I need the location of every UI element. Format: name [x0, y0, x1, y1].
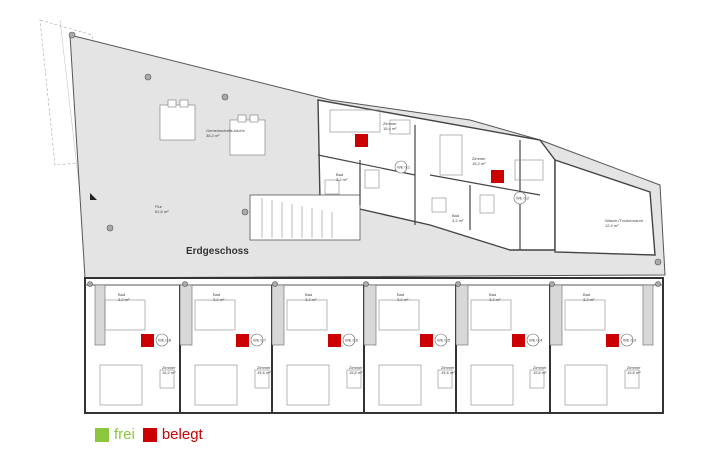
zimmer-area: 15,6 m² — [257, 370, 271, 375]
zimmer-label: Zimmer — [349, 365, 363, 370]
unit-badge-label: WE 0.5 — [437, 338, 451, 343]
free-swatch — [95, 427, 109, 442]
zimmer-area: 15,6 m² — [533, 370, 547, 375]
zimmer-label: Zimmer — [257, 365, 271, 370]
unit-badge-circle — [620, 333, 634, 347]
unit-badge-circle — [250, 333, 264, 347]
common-room-label: Gemeinschafts-küche — [206, 128, 245, 133]
unit-badge-label: WE 0.6 — [345, 338, 359, 343]
zimmer-label: Zimmer — [162, 365, 176, 370]
zimmer-label: Zimmer — [627, 365, 641, 370]
unit-badge-circle — [342, 333, 356, 347]
bad-area: 3,2 m² — [452, 218, 464, 223]
legend: frei belegt — [95, 426, 203, 443]
unit-badge-circle — [513, 191, 527, 205]
bad-label: Bad — [489, 292, 496, 297]
unit-badge-label: WE 0.7 — [253, 338, 267, 343]
bad-label: Bad — [118, 292, 125, 297]
unit-badge-label: WE 0.8 — [158, 338, 172, 343]
unit-badge-circle — [394, 160, 408, 174]
zimmer-label: Zimmer — [441, 365, 455, 370]
trocken-area: 12,4 m² — [605, 223, 619, 228]
bad-area: 3,2 m² — [213, 297, 225, 302]
lower-columns — [87, 281, 661, 287]
flur-area: 61,6 m² — [155, 209, 169, 214]
unit-badge-circle — [434, 333, 448, 347]
status-marker-WE02[interactable] — [491, 170, 504, 183]
bad-area: 3,2 m² — [489, 297, 501, 302]
bad-area: 3,2 m² — [305, 297, 317, 302]
unit-badge-label: WE 0.2 — [516, 196, 530, 201]
unit-badge-label: WE 0.3 — [623, 338, 637, 343]
bad-label: Bad — [305, 292, 312, 297]
entrance-arrow — [90, 193, 97, 200]
zimmer-area: 15,2 m² — [472, 161, 486, 166]
flur-label: Flur — [155, 204, 163, 209]
status-marker-WE03[interactable] — [606, 334, 619, 347]
unit-badge-circle — [526, 333, 540, 347]
zimmer-area: 15,6 m² — [441, 370, 455, 375]
status-marker-WE04[interactable] — [512, 334, 525, 347]
bad-label: Bad — [336, 172, 343, 177]
trocken-room — [554, 159, 656, 256]
occupied-label: belegt — [161, 426, 203, 443]
zimmer-area: 15,4 m² — [383, 126, 397, 131]
bad-area: 3,2 m² — [336, 177, 348, 182]
status-marker-WE05[interactable] — [420, 334, 433, 347]
common-room-area: 38,3 m² — [206, 133, 220, 138]
zimmer-label: Zimmer — [472, 156, 486, 161]
free-label: frei — [114, 426, 135, 443]
unit-badge-label: WE 0.1 — [397, 165, 411, 170]
lower-furniture — [99, 299, 640, 406]
status-marker-WE07[interactable] — [236, 334, 249, 347]
columns-upper — [68, 31, 662, 266]
shafts — [94, 284, 654, 346]
zimmer-area: 15,6 m² — [349, 370, 363, 375]
upper-furniture — [324, 109, 544, 214]
unit-badge-label: WE 0.4 — [529, 338, 543, 343]
trocken-label: Wasch-/Trockenraum — [605, 218, 644, 223]
zimmer-label: Zimmer — [383, 121, 397, 126]
status-marker-WE01[interactable] — [355, 134, 368, 147]
bad-label: Bad — [397, 292, 404, 297]
common-tables — [159, 99, 266, 156]
status-marker-WE08[interactable] — [141, 334, 154, 347]
stair — [249, 194, 361, 241]
bad-label: Bad — [452, 213, 459, 218]
unit-badge-circle — [155, 333, 169, 347]
stair-steps — [261, 198, 333, 238]
status-marker-WE06[interactable] — [328, 334, 341, 347]
bad-area: 3,2 m² — [397, 297, 409, 302]
zimmer-label: Zimmer — [533, 365, 547, 370]
zimmer-area: 16,2 m² — [162, 370, 176, 375]
legend-free[interactable]: frei — [95, 426, 135, 443]
zimmer-area: 15,6 m² — [627, 370, 641, 375]
legend-occupied[interactable]: belegt — [142, 426, 203, 443]
bad-area: 3,2 m² — [583, 297, 595, 302]
occupied-swatch — [142, 427, 157, 442]
bad-label: Bad — [583, 292, 590, 297]
bad-area: 3,2 m² — [118, 297, 130, 302]
bad-label: Bad — [213, 292, 220, 297]
floor-label: Erdgeschoss — [186, 246, 249, 257]
